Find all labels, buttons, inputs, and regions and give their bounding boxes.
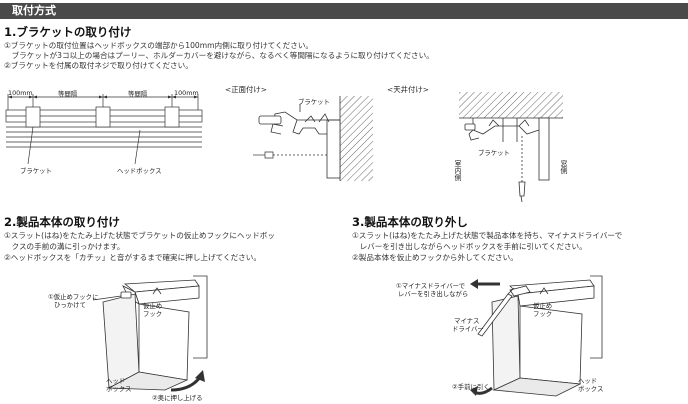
dim-mid2-label: 等間隔 <box>128 90 148 98</box>
install-push-label: ②奥に押し上げる <box>152 394 203 402</box>
section2-line-3: ②ヘッドボックスを「カチッ」と音がするまで確実に押し上げてください。 <box>4 253 261 262</box>
ceiling-mount-diagram <box>459 92 563 203</box>
removal-diagram <box>470 275 603 397</box>
section2-line-1: ①スラット(はね)をたたみ上げた状態でブラケットの仮止めフックにヘッドボッ <box>4 231 275 240</box>
dim-right-label: 100mm <box>174 89 199 97</box>
section2-title: 2.製品本体の取り付け <box>4 215 120 229</box>
install-headbox-label-a: ヘッド <box>106 377 126 385</box>
install-hook-label-b: フック <box>143 310 163 318</box>
install-product-diagram <box>92 275 208 392</box>
install-callout-1a: ①仮止めフックに <box>48 293 99 301</box>
removal-callout-1b: レバーを引き出しながら <box>398 290 469 298</box>
front-mount-title: <正面付け> <box>225 85 267 94</box>
window-side-label: 窓側 <box>560 160 568 174</box>
section1-line-2: ブラケットが3コ以上の場合はプーリー、ホルダーカバーを避けながら、なるべく等間隔… <box>4 51 434 60</box>
removal-headbox-label-a: ヘッド <box>578 377 598 385</box>
install-hook-label-a: 仮止め <box>143 302 163 310</box>
install-headbox-label-b: ボックス <box>106 385 132 393</box>
dim-mid1-label: 等間隔 <box>58 90 78 98</box>
removal-hook-label-a: 仮止め <box>533 302 553 310</box>
ceiling-bracket-label: ブラケット <box>478 149 510 157</box>
ceiling-mount-title: <天井付け> <box>387 85 429 94</box>
front-mount-bracket-label: ブラケット <box>298 98 330 106</box>
install-callout-1b: ひっかけて <box>54 301 86 309</box>
indoor-side-label: 室内側 <box>454 160 462 181</box>
removal-headbox-label-b: ボックス <box>578 385 604 393</box>
removal-hook-label-b: フック <box>533 310 553 318</box>
section3-line-3: ②製品本体を仮止めフックから外してください。 <box>352 253 518 262</box>
section1-line-3: ②ブラケットを付属の取付ネジで取り付けてください。 <box>4 61 193 70</box>
bracket-position-diagram <box>5 94 203 165</box>
section3-line-2: レバーを引き出しながらヘッドボックスを手前に引いてください。 <box>352 242 587 251</box>
page-title: 取付方式 <box>12 4 56 17</box>
removal-pull-label: ②手前に引く <box>452 383 490 391</box>
bracket-label: ブラケット <box>20 167 52 175</box>
section3-line-1: ①スラット(はね)をたたみ上げた状態で製品本体を持ち、マイナスドライバーで <box>352 231 623 240</box>
section2-line-2: クスの手前の溝に引っかけます。 <box>4 242 125 251</box>
header-bar <box>0 3 688 19</box>
section1-title: 1.ブラケットの取り付け <box>4 25 132 39</box>
dim-left-label: 100mm <box>8 89 33 97</box>
removal-driver-label-a: マイナス <box>454 317 480 325</box>
removal-callout-1a: ①マイナスドライバーで <box>396 282 465 290</box>
removal-driver-label-b: ドライバー <box>452 325 484 333</box>
section3-title: 3.製品本体の取り外し <box>352 215 468 229</box>
headbox-label: ヘッドボックス <box>117 167 162 175</box>
section1-line-1: ①ブラケットの取付位置はヘッドボックスの端部から100mm内側に取り付けてくださ… <box>4 41 314 50</box>
front-mount-diagram <box>253 96 373 181</box>
